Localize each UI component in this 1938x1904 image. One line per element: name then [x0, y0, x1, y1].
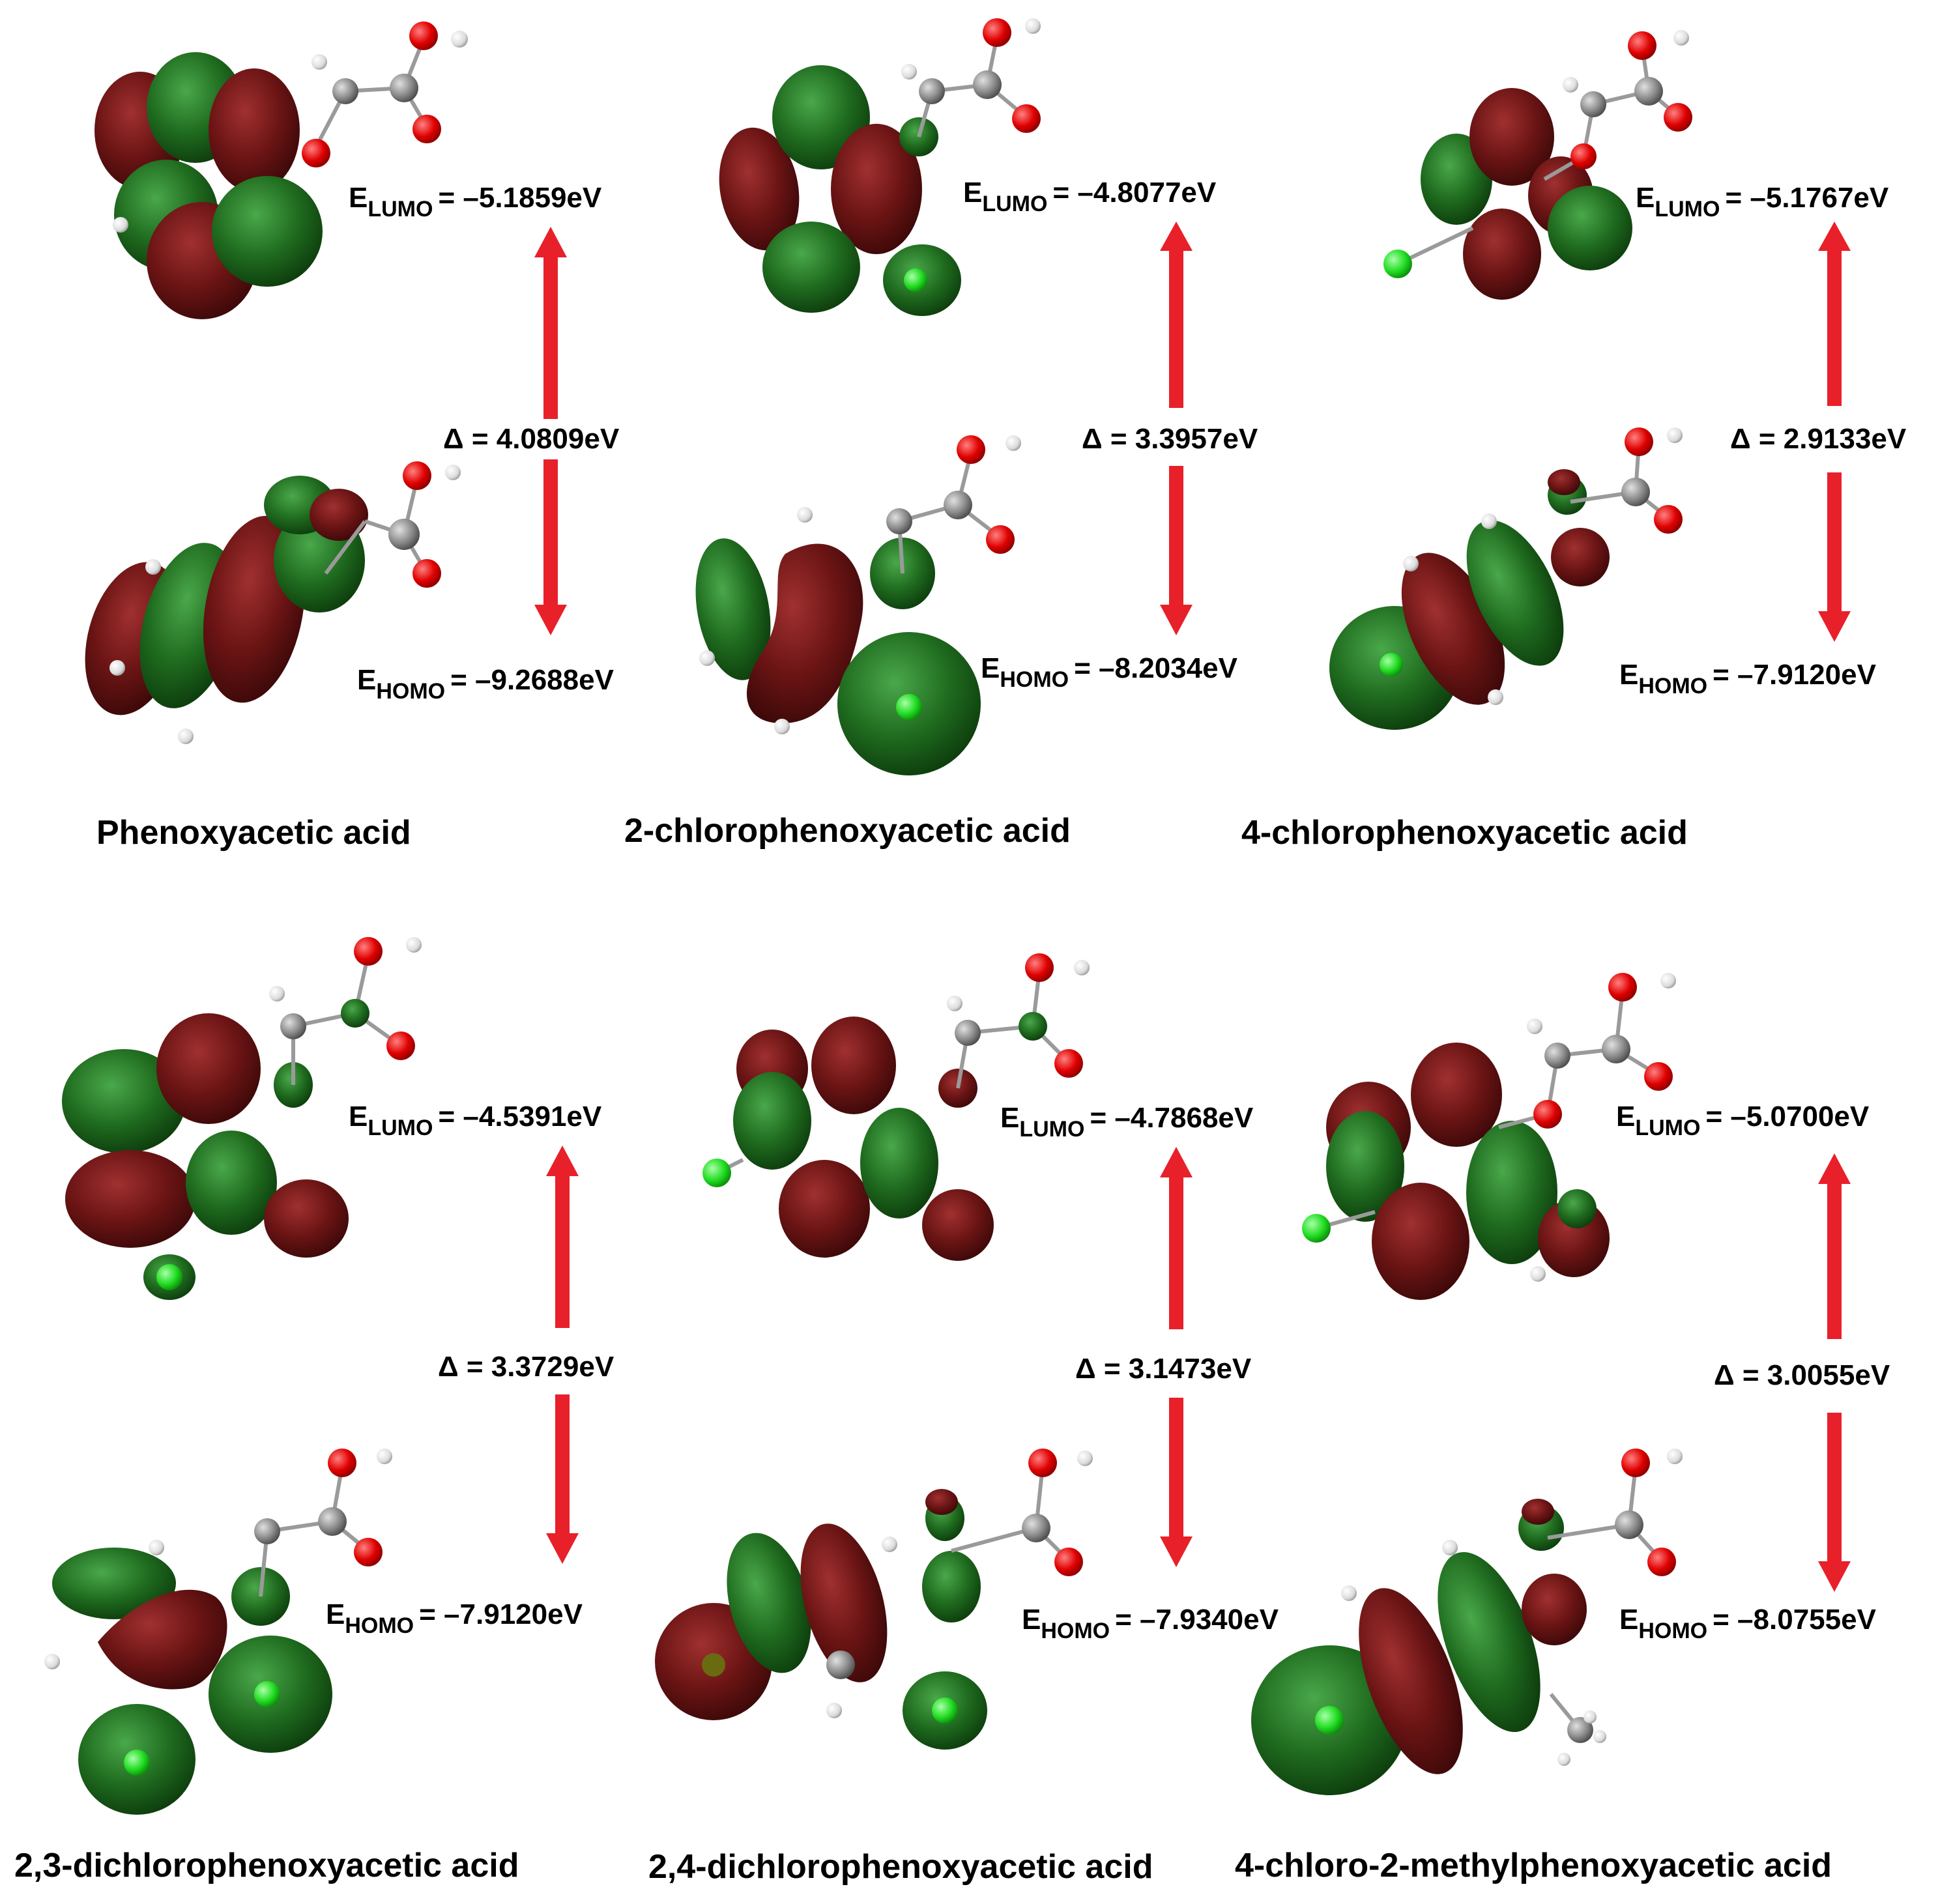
- panel-2-3-dichlorophenoxyacetic-acid: ELUMO= –4.5391eV Δ = 3.3729eV EHOMO= –7.…: [14, 937, 615, 1884]
- lumo-orbital-image: [719, 18, 1041, 316]
- lumo-energy-label: ELUMO= –5.1859eV: [349, 182, 602, 222]
- gap-arrow: [1818, 1153, 1851, 1592]
- lumo-energy-label: ELUMO= –4.7868eV: [1000, 1102, 1254, 1142]
- homo-orbital-image: [695, 435, 1021, 775]
- homo-energy-label: EHOMO= –7.9120eV: [1619, 659, 1877, 699]
- lumo-energy-label: ELUMO= –4.8077eV: [963, 177, 1217, 216]
- molecule-name: 2-chlorophenoxyacetic acid: [624, 812, 1071, 850]
- panel-phenoxyacetic-acid: ELUMO= –5.1859eV Δ = 4.0809eV EHOMO= –9.…: [85, 22, 620, 852]
- homo-orbital-image: [44, 1449, 392, 1815]
- panel-4-chloro-2-methylphenoxyacetic-acid: ELUMO= –5.0700eV Δ = 3.0055eV EHOMO= –8.…: [1235, 973, 1890, 1884]
- lumo-energy-label: ELUMO= –4.5391eV: [349, 1101, 602, 1140]
- homo-energy-label: EHOMO= –8.2034eV: [981, 652, 1238, 692]
- gap-label: Δ = 3.3729eV: [438, 1351, 615, 1383]
- homo-energy-label: EHOMO= –7.9340eV: [1022, 1604, 1279, 1643]
- lumo-orbital-image: [1302, 973, 1676, 1300]
- molecule-name: 2,3-dichlorophenoxyacetic acid: [14, 1847, 519, 1884]
- panel-2-4-dichlorophenoxyacetic-acid: ELUMO= –4.7868eV Δ = 3.1473eV EHOMO= –7.…: [648, 953, 1279, 1886]
- gap-arrow: [534, 227, 567, 635]
- gap-label: Δ = 3.0055eV: [1714, 1359, 1890, 1391]
- homo-orbital-image: [85, 461, 461, 744]
- gap-label: Δ = 3.3957eV: [1082, 423, 1258, 455]
- panel-4-chlorophenoxyacetic-acid: ELUMO= –5.1767eV Δ = 2.9133eV EHOMO= –7.…: [1241, 30, 1907, 852]
- molecule-name: 2,4-dichlorophenoxyacetic acid: [648, 1848, 1153, 1886]
- gap-label: Δ = 4.0809eV: [443, 423, 620, 455]
- molecule-name: 4-chloro-2-methylphenoxyacetic acid: [1235, 1847, 1832, 1884]
- lumo-orbital-image: [702, 953, 1090, 1261]
- homo-orbital-image: [655, 1449, 1093, 1750]
- lumo-orbital-image: [62, 937, 422, 1300]
- homo-orbital-image: [1251, 1449, 1683, 1795]
- gap-label: Δ = 3.1473eV: [1075, 1353, 1252, 1385]
- lumo-orbital-image: [94, 22, 468, 319]
- molecule-name: Phenoxyacetic acid: [96, 814, 411, 852]
- homo-energy-label: EHOMO= –9.2688eV: [357, 664, 615, 704]
- lumo-energy-label: ELUMO= –5.0700eV: [1616, 1101, 1870, 1140]
- gap-arrow: [546, 1146, 579, 1564]
- homo-energy-label: EHOMO= –7.9120eV: [326, 1598, 583, 1638]
- gap-arrow: [1160, 1147, 1193, 1567]
- homo-energy-label: EHOMO= –8.0755eV: [1619, 1604, 1877, 1643]
- gap-label: Δ = 2.9133eV: [1730, 423, 1907, 455]
- lumo-energy-label: ELUMO= –5.1767eV: [1636, 182, 1889, 222]
- gap-arrow: [1160, 222, 1193, 635]
- gap-arrow: [1818, 222, 1851, 642]
- homo-orbital-image: [1329, 427, 1683, 730]
- panel-2-chlorophenoxyacetic-acid: ELUMO= –4.8077eV Δ = 3.3957eV EHOMO= –8.…: [624, 18, 1258, 850]
- molecule-name: 4-chlorophenoxyacetic acid: [1241, 814, 1688, 852]
- lumo-orbital-image: [1383, 30, 1692, 300]
